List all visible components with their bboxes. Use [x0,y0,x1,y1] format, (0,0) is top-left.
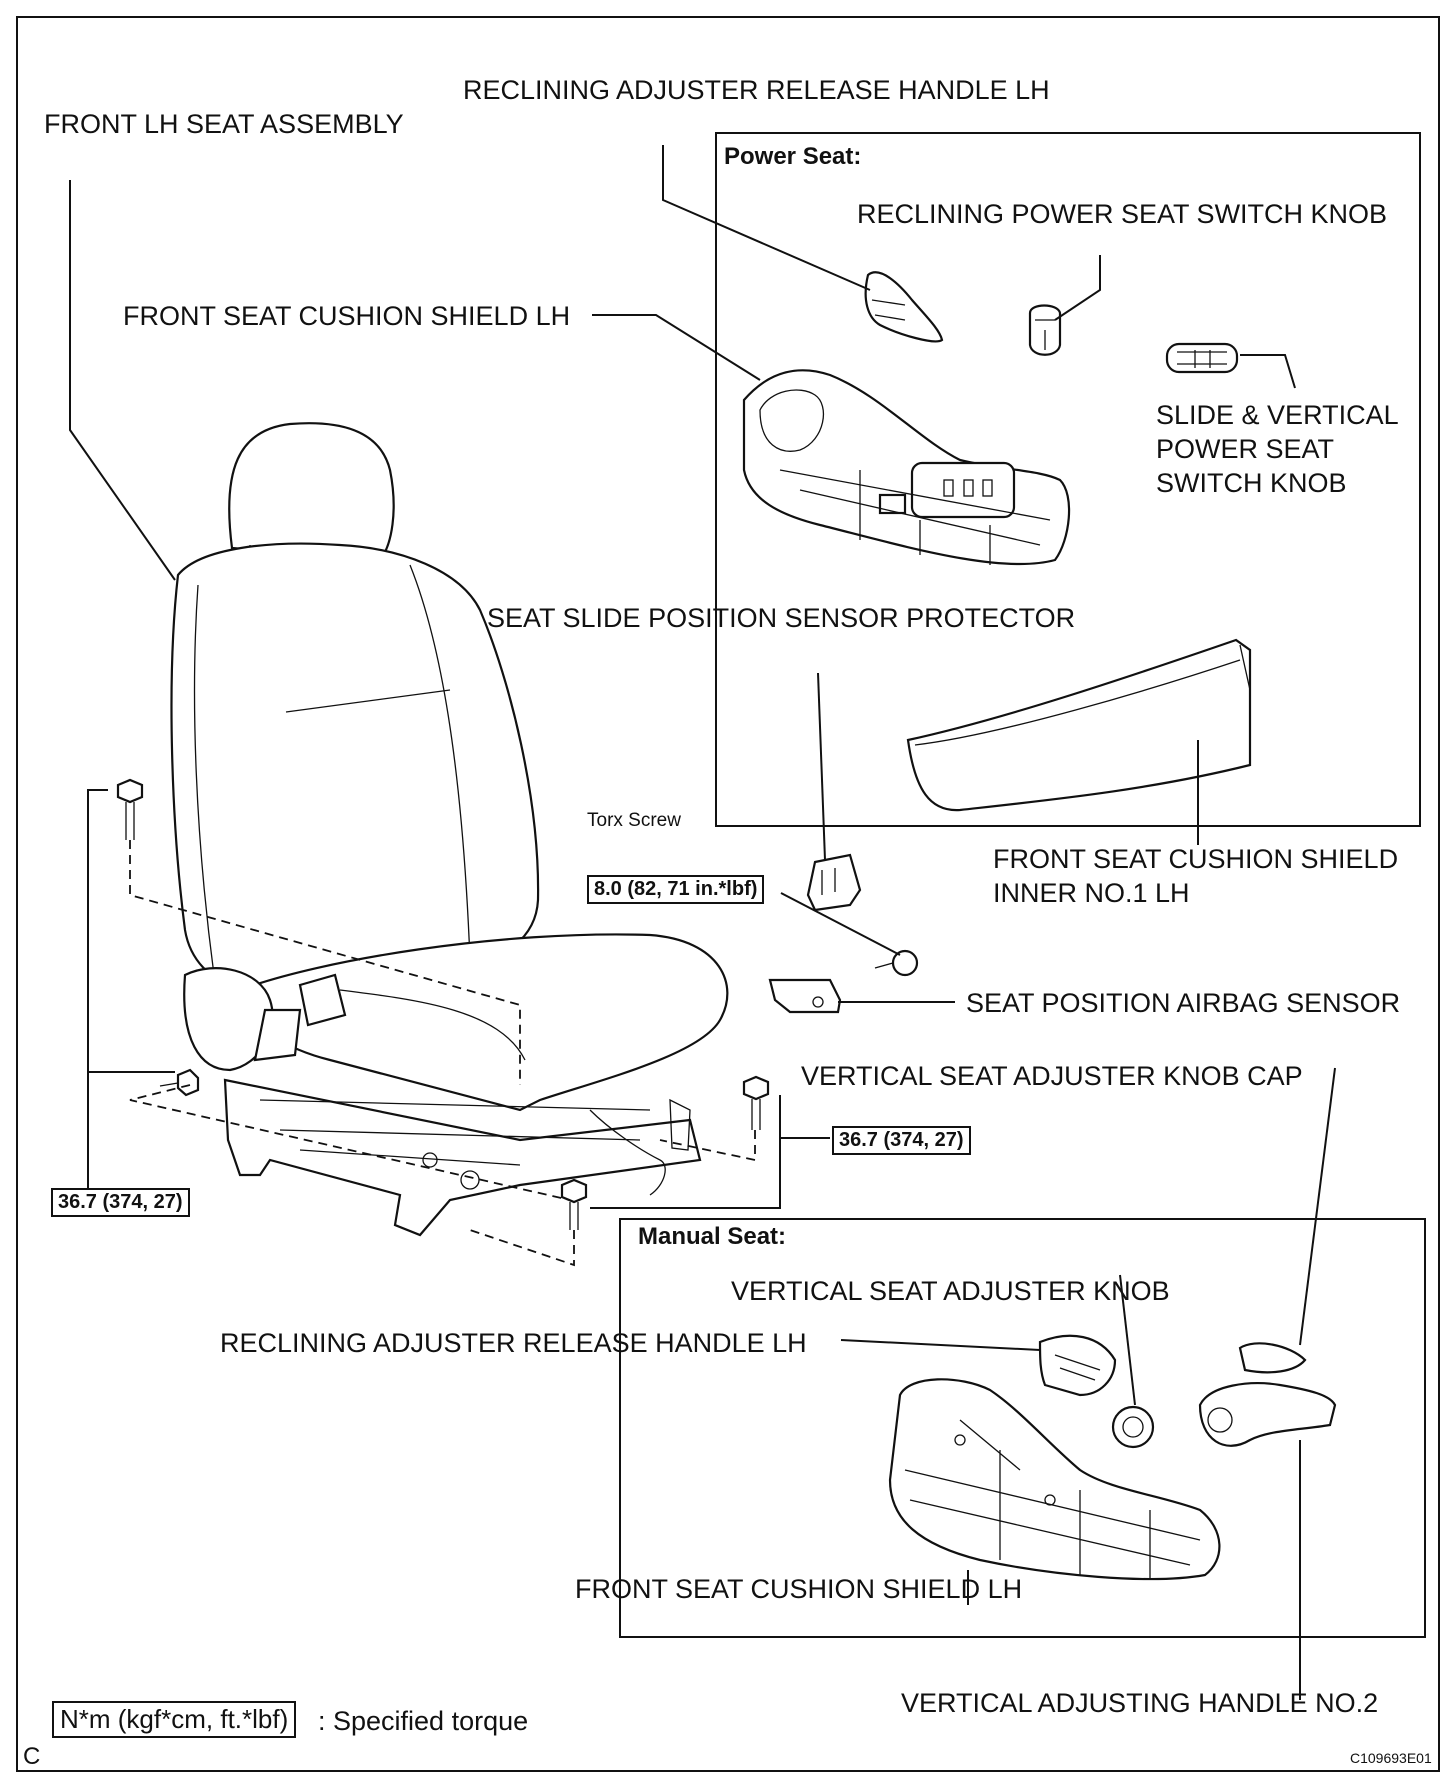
label-reclining-release-handle-top: RECLINING ADJUSTER RELEASE HANDLE LH [463,75,1050,105]
front-seat-cushion-shield-inner-drawing [906,638,1252,812]
torque-sensor-screw: 8.0 (82, 71 in.*lbf) [587,875,765,904]
slide-sensor-protector-drawing [806,853,862,912]
reclining-release-handle-power-drawing [864,271,944,343]
label-vertical-knob-cap: VERTICAL SEAT ADJUSTER KNOB CAP [801,1061,1303,1091]
label-seat-slide-sensor-protector: SEAT SLIDE POSITION SENSOR PROTECTOR [487,603,1076,633]
label-reclining-power-switch-knob: RECLINING POWER SEAT SWITCH KNOB [857,199,1388,229]
label-front-seat-cushion-shield-bottom: FRONT SEAT CUSHION SHIELD LH [575,1574,1023,1604]
torx-screw-drawing [874,949,919,977]
corner-letter: C [23,1743,41,1770]
label-reclining-release-handle-manual: RECLINING ADJUSTER RELEASE HANDLE LH [220,1328,807,1358]
label-seat-position-airbag-sensor: SEAT POSITION AIRBAG SENSOR [966,988,1401,1018]
airbag-sensor-drawing [768,978,842,1014]
bolt-top-left [116,778,144,840]
bolt-bottom [560,1178,588,1230]
label-front-lh-seat-assembly: FRONT LH SEAT ASSEMBLY [44,109,404,139]
bolt-mid-left [159,1068,200,1097]
label-front-shield-inner: FRONT SEAT CUSHION SHIELD INNER NO.1 LH [993,844,1399,908]
reclining-release-handle-manual-drawing [1038,1334,1117,1397]
legend-text: : Specified torque [318,1706,529,1736]
vertical-adjuster-knob-drawing [1111,1405,1155,1449]
manual-seat-title: Manual Seat: [638,1223,787,1250]
vertical-adjusting-handle-drawing [1198,1382,1337,1447]
manual-seat-box [619,1218,1426,1638]
label-vertical-adjusting-handle: VERTICAL ADJUSTING HANDLE NO.2 [901,1688,1379,1718]
power-seat-title: Power Seat: [724,143,862,170]
torque-bolts-left: 36.7 (374, 27) [51,1188,190,1217]
vertical-knob-cap-drawing [1238,1342,1307,1374]
legend-unit-box: N*m (kgf*cm, ft.*lbf) [52,1701,297,1738]
bolt-mid-right [742,1075,770,1130]
label-vertical-adjuster-knob: VERTICAL SEAT ADJUSTER KNOB [731,1276,1170,1306]
label-slide-vertical-switch-knob: SLIDE & VERTICAL POWER SEAT SWITCH KNOB [1156,400,1398,498]
figure-code: C109693E01 [1350,1750,1432,1766]
front-seat-cushion-shield-power-drawing [742,369,1071,566]
seat-assembly-drawing [170,422,729,1237]
power-seat-box [715,132,1421,827]
outer-frame [16,16,1440,1772]
label-torx-screw: Torx Screw [587,810,681,831]
torque-bolts-right: 36.7 (374, 27) [832,1126,971,1155]
label-front-seat-cushion-shield-top: FRONT SEAT CUSHION SHIELD LH [123,301,571,331]
slide-vertical-switch-knob-drawing [1165,342,1239,374]
reclining-switch-knob-drawing [1028,304,1062,356]
front-seat-cushion-shield-manual-drawing [888,1378,1221,1581]
